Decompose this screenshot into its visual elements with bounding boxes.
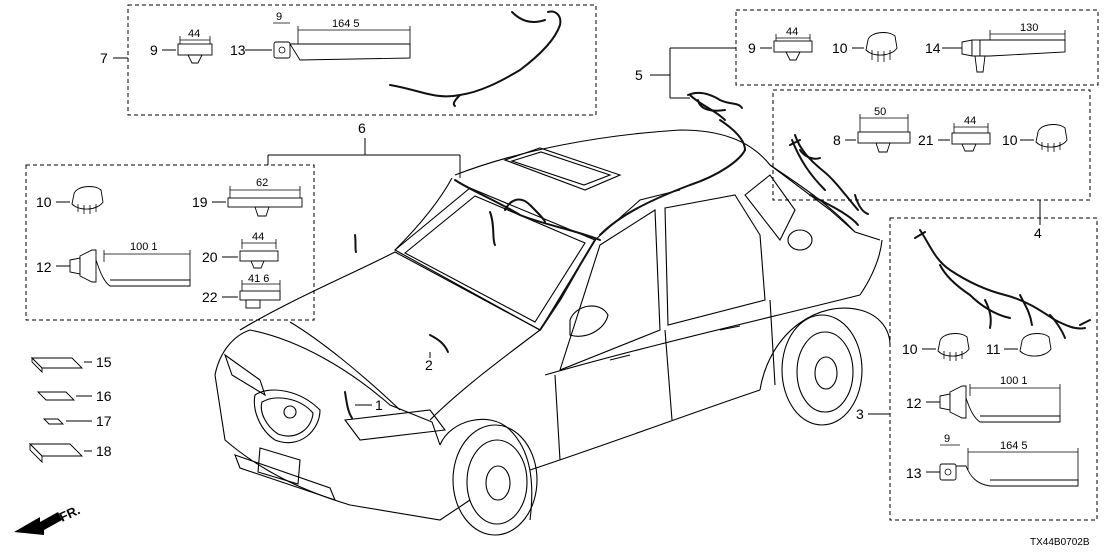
callout-13-b: 13 — [906, 465, 922, 481]
callout-19: 19 — [192, 194, 208, 210]
band-clip-14 — [961, 39, 973, 57]
callout-20: 20 — [202, 249, 218, 265]
callout-12-b: 12 — [906, 395, 922, 411]
dim-50: 50 — [874, 106, 886, 118]
panel-7-frame — [127, 4, 597, 116]
grommet-clip-10 — [865, 32, 898, 56]
dim-9: 9 — [276, 11, 282, 23]
dim-62: 62 — [256, 177, 268, 189]
grommet-clip-10-b — [1035, 124, 1068, 148]
dim-100-1-b: 100 1 — [1000, 375, 1028, 387]
tape-item-19 — [227, 197, 303, 208]
panel-6: 6 10 19 62 12 100 1 20 44 — [25, 120, 461, 321]
grommet-clip-10-d — [937, 333, 970, 357]
callout-1: 1 — [375, 397, 383, 413]
diagram-code: TX44B0702B — [1030, 537, 1090, 548]
callout-10-d: 10 — [902, 341, 918, 357]
callout-9: 9 — [150, 42, 158, 58]
tape-item-8 — [857, 131, 911, 144]
callout-17: 17 — [96, 413, 112, 429]
panel-6-frame — [25, 164, 315, 321]
callout-10-b: 10 — [1002, 132, 1018, 148]
dim-41-6: 41 6 — [248, 273, 269, 285]
callout-11: 11 — [986, 341, 1001, 357]
pad-17 — [42, 418, 65, 425]
pad-16 — [36, 391, 76, 401]
callout-10-c: 10 — [36, 194, 52, 210]
front-direction-marker: FR. — [14, 502, 82, 535]
callout-5: 5 — [635, 67, 643, 83]
front-arrow-icon — [14, 512, 62, 535]
callout-16: 16 — [96, 388, 112, 404]
callout-18: 18 — [96, 443, 112, 459]
callout-21: 21 — [918, 132, 934, 148]
vehicle-outline — [214, 129, 891, 536]
panel-3: 3 10 11 12 100 1 13 9 — [856, 217, 1098, 521]
callout-3: 3 — [856, 406, 864, 422]
harness-routing — [344, 94, 859, 419]
callout-22: 22 — [202, 289, 218, 305]
callout-9-b: 9 — [748, 40, 756, 56]
dim-100-1: 100 1 — [130, 241, 158, 253]
callout-2: 2 — [425, 357, 433, 373]
tape-item-22 — [239, 290, 281, 301]
callout-6: 6 — [358, 120, 366, 136]
band-clip-12-b — [939, 393, 951, 411]
band-clip-13 — [273, 41, 291, 59]
dim-44: 44 — [188, 28, 200, 40]
dim-164-5: 164 5 — [332, 18, 360, 30]
panel-5: 5 9 44 10 14 130 — [635, 9, 1099, 99]
tape-item-9 — [177, 43, 213, 56]
callout-13: 13 — [230, 42, 246, 58]
dim-164-5-b: 164 5 — [1000, 440, 1028, 452]
panel-4-frame — [772, 89, 1091, 201]
callout-14: 14 — [925, 40, 941, 56]
panel-4: 4 8 50 21 44 10 — [772, 89, 1091, 241]
grommet-clip-10-c — [71, 186, 104, 210]
dim-44-b: 44 — [786, 26, 798, 38]
band-clip-13-b — [939, 463, 957, 481]
callout-8: 8 — [833, 132, 841, 148]
panel-7: 7 9 44 13 9 164 5 — [100, 4, 597, 116]
tape-item-21 — [951, 132, 991, 145]
tape-item-20 — [239, 250, 279, 262]
grommet-clip-11 — [1019, 333, 1052, 357]
on-vehicle-callouts: 1 2 — [355, 352, 433, 413]
front-label: FR. — [57, 502, 82, 524]
callout-12: 12 — [36, 259, 52, 275]
dim-44-d: 44 — [252, 231, 264, 243]
dim-130: 130 — [1020, 22, 1038, 34]
callout-10: 10 — [832, 40, 848, 56]
callout-7: 7 — [100, 50, 108, 66]
pads-legend: 15 16 17 18 — [28, 354, 112, 464]
band-clip-12 — [69, 257, 81, 275]
callout-15: 15 — [96, 354, 112, 370]
dim-9-b: 9 — [944, 433, 950, 445]
dim-44-c: 44 — [964, 115, 976, 127]
callout-4: 4 — [1034, 225, 1042, 241]
